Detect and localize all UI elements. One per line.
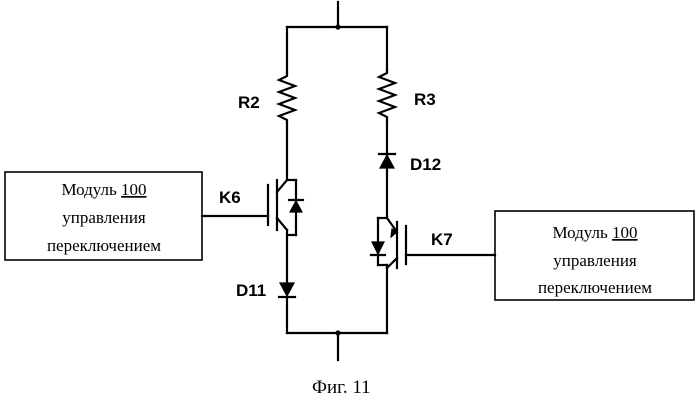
module-right-line2: управления	[553, 251, 637, 270]
transistor-k6	[268, 180, 303, 235]
diode-d11	[279, 283, 295, 297]
label-d11: D11	[236, 281, 266, 300]
module-right-line1: Модуль 100	[552, 223, 637, 242]
transistor-k7	[371, 218, 406, 268]
module-right-line3: переключением	[538, 278, 652, 297]
figure-caption: Фиг. 11	[312, 377, 371, 398]
label-k7: K7	[431, 230, 453, 249]
top-junction	[335, 24, 340, 29]
label-d12: D12	[410, 155, 441, 174]
label-r3: R3	[414, 90, 436, 109]
label-k6: K6	[219, 188, 241, 207]
resistor-r2	[279, 73, 295, 123]
module-left-line1: Модуль 100	[61, 180, 146, 199]
resistor-r3	[379, 70, 395, 120]
diode-d12	[379, 154, 395, 168]
module-left-line2: управления	[62, 208, 146, 227]
label-r2: R2	[238, 93, 260, 112]
module-left-line3: переключением	[47, 236, 161, 255]
